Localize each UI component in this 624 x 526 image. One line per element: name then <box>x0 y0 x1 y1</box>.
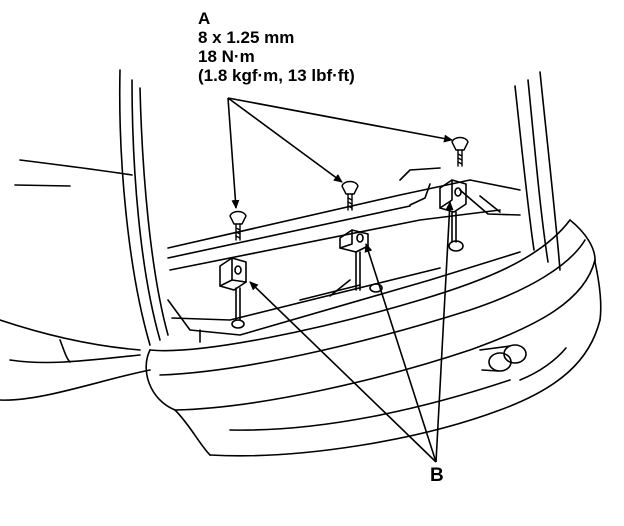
callout-b-letter: B <box>430 465 444 486</box>
leader-a-right <box>227 97 453 143</box>
bracket-left <box>219 257 247 329</box>
leader-a-center <box>227 97 343 183</box>
leader-a-left <box>227 97 240 209</box>
tailgate-opening <box>14 69 561 346</box>
leader-b-left <box>249 281 437 463</box>
leader-b-center <box>364 243 437 463</box>
bolt-left <box>229 210 247 241</box>
exhaust-tailpipe <box>479 344 527 372</box>
callout-a: A 8 x 1.25 mm 18 N·m (1.8 kgf·m, 13 lbf·… <box>198 10 355 86</box>
bracket-right <box>439 179 467 252</box>
bolt-center <box>341 180 359 211</box>
callout-a-letter: A <box>198 9 211 28</box>
callout-a-torque: 18 N·m <box>198 47 255 66</box>
rear-bumper <box>145 219 602 457</box>
left-body-panel <box>0 319 151 401</box>
callout-a-torque-alt: (1.8 kgf·m, 13 lbf·ft) <box>198 66 355 85</box>
bolt-right <box>451 136 469 167</box>
callout-a-bolt-size: 8 x 1.25 mm <box>198 28 295 47</box>
leader-b-right <box>435 201 454 463</box>
cargo-floor <box>167 167 521 343</box>
